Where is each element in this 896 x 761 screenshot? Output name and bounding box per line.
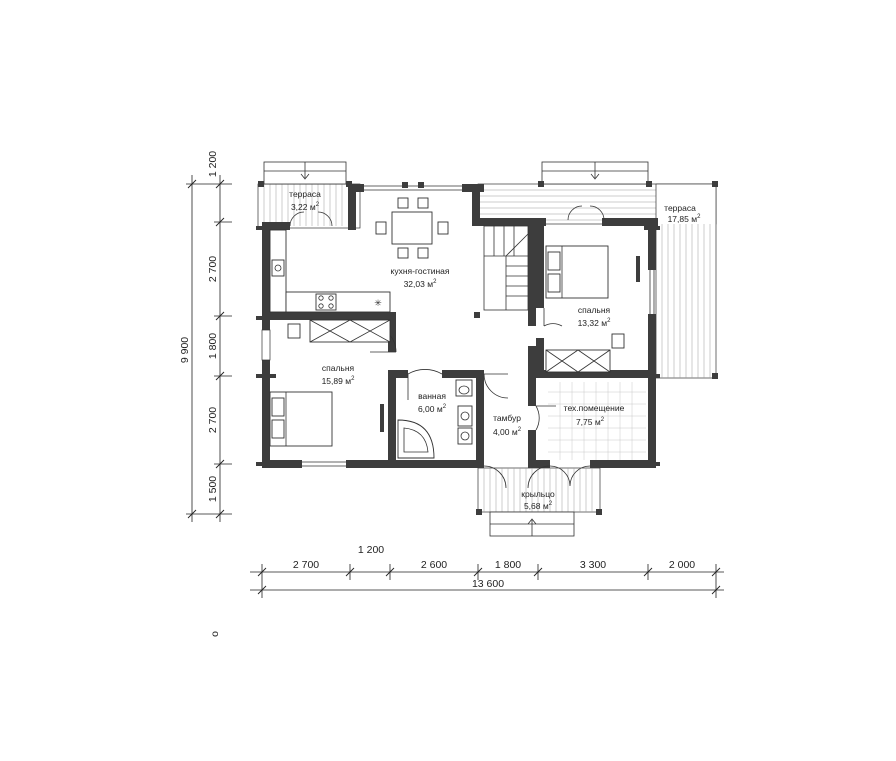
columns — [402, 182, 480, 318]
room-area-vestibule: 4,00 м2 — [493, 427, 522, 437]
bathroom-fixtures — [397, 379, 473, 459]
room-name-terrace-left: терраса — [289, 189, 321, 199]
dimension-lines-horizontal — [250, 564, 724, 598]
dim-v-total: 9 900 — [179, 337, 191, 363]
dim-v-5: 1 500 — [207, 476, 219, 502]
dim-v-3: 1 800 — [207, 333, 219, 359]
room-area-porch: 5,68 м2 — [524, 501, 553, 511]
room-area-bedroom-left: 15,89 м2 — [322, 376, 355, 386]
room-area-bedroom-right: 13,32 м2 — [578, 318, 611, 328]
stray-mark: o — [209, 631, 221, 637]
dim-v-4: 2 700 — [207, 407, 219, 433]
dim-h-2: 1 200 — [358, 544, 384, 556]
dim-h-6: 2 000 — [669, 559, 695, 571]
dim-v-2: 2 700 — [207, 256, 219, 282]
bedroom-right-furniture — [545, 245, 640, 373]
dimension-labels-vertical: 1 200 2 700 1 800 2 700 1 500 9 900 — [179, 151, 219, 502]
room-name-porch: крыльцо — [521, 489, 555, 499]
dim-h-3: 2 600 — [421, 559, 447, 571]
room-area-bath: 6,00 м2 — [418, 404, 447, 414]
doors — [289, 205, 605, 489]
room-name-bedroom-right: спальня — [578, 305, 611, 315]
kitchen-units: ✳ — [269, 229, 391, 343]
room-name-terrace-right: терраса — [664, 203, 696, 213]
svg-text:✳: ✳ — [374, 298, 382, 308]
room-area-terrace-right: 17,85 м2 — [668, 214, 701, 224]
room-name-bath: ванная — [418, 391, 446, 401]
bedroom-left-furniture — [261, 329, 384, 447]
dim-v-1: 1 200 — [207, 151, 219, 177]
room-area-kitchen: 32,03 м2 — [404, 279, 437, 289]
dimension-lines-vertical — [186, 175, 232, 522]
room-name-vestibule: тамбур — [493, 413, 521, 423]
dim-h-5: 3 300 — [580, 559, 606, 571]
dimension-labels-horizontal: 2 700 1 200 2 600 1 800 3 300 2 000 13 6… — [293, 544, 695, 590]
tech-room-tiles — [548, 382, 646, 460]
dim-h-1: 2 700 — [293, 559, 319, 571]
room-name-tech: тех.помещение — [564, 403, 625, 413]
dim-h-4: 1 800 — [495, 559, 521, 571]
decking — [257, 161, 718, 537]
room-name-bedroom-left: спальня — [322, 363, 355, 373]
room-area-terrace-left: 3,22 м2 — [291, 202, 320, 212]
staircase — [483, 225, 529, 311]
dining-set — [375, 197, 449, 259]
room-labels: терраса 3,22 м2 кухня-гостиная 32,03 м2 … — [289, 189, 701, 511]
room-name-kitchen: кухня-гостиная — [391, 266, 450, 276]
room-area-tech: 7,75 м2 — [576, 417, 605, 427]
dim-h-total: 13 600 — [472, 578, 504, 590]
